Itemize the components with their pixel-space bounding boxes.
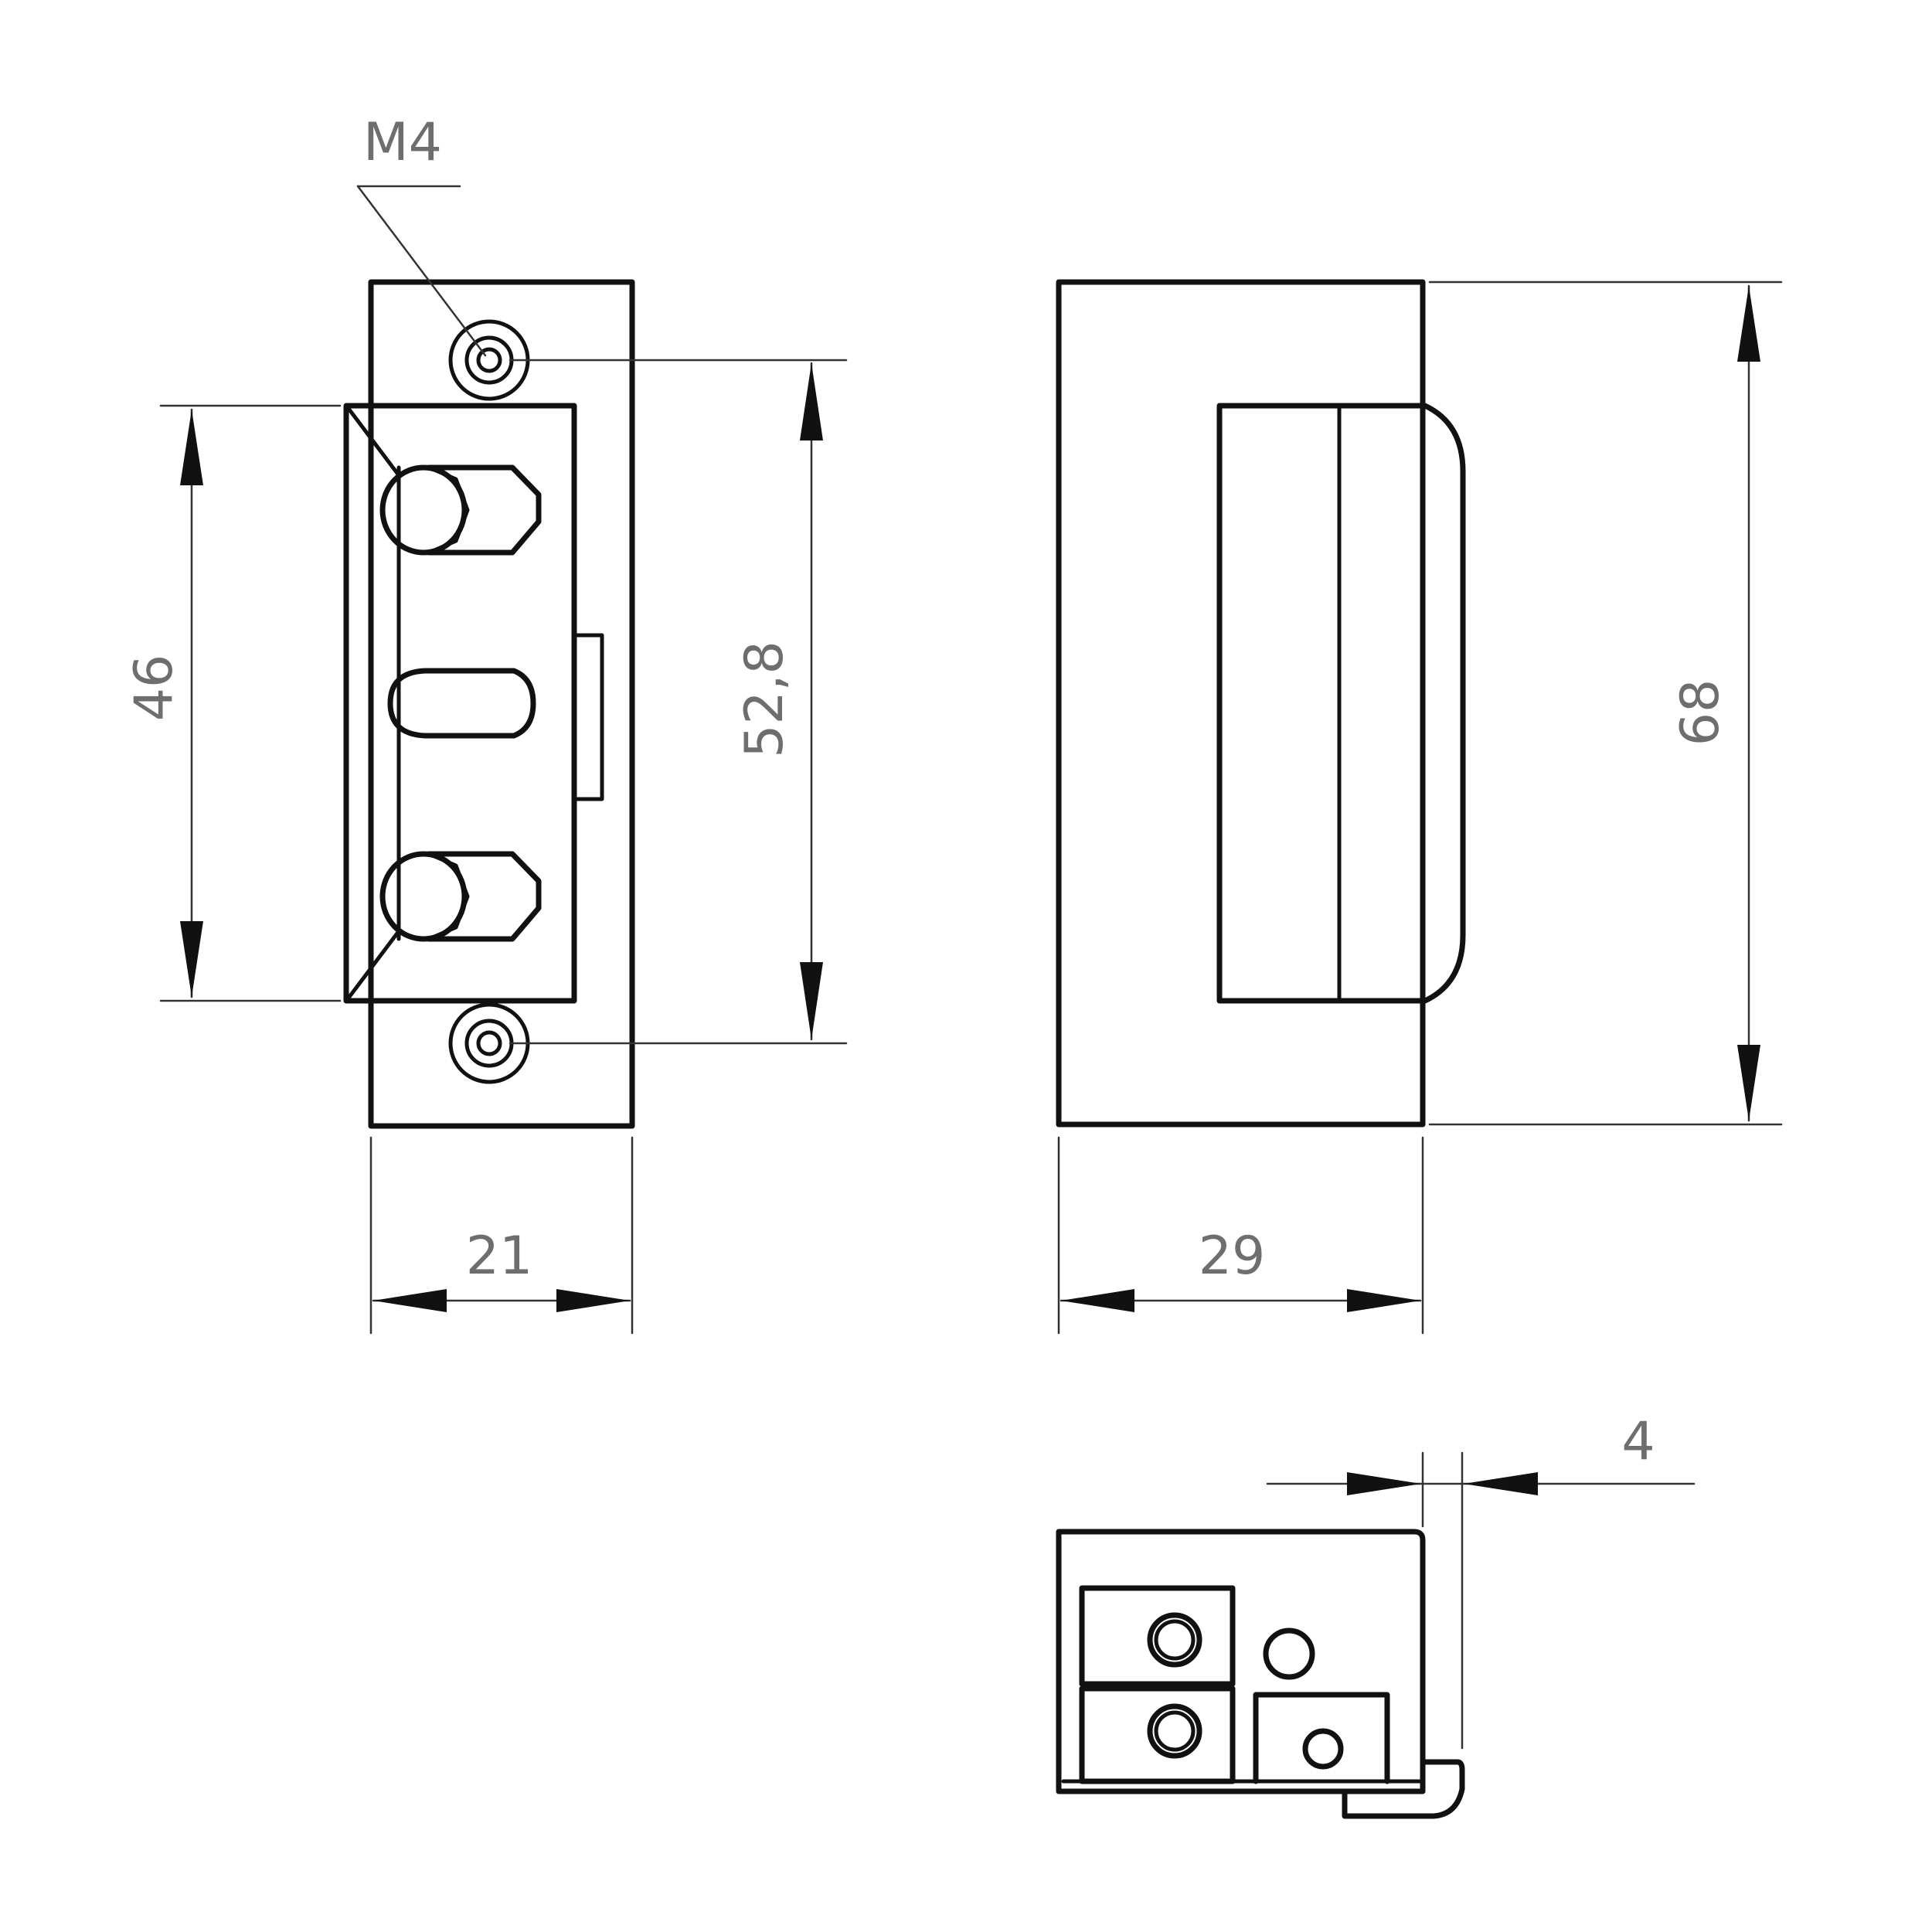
lower-slot-hex bbox=[427, 852, 470, 941]
side-view bbox=[1056, 279, 1466, 1128]
dim-46-arrow-bottom bbox=[180, 921, 203, 997]
upper-slot-outline bbox=[426, 464, 542, 556]
terminal-screw-top-outer bbox=[1147, 1612, 1202, 1668]
dim-46-arrow-top bbox=[180, 410, 203, 485]
bottom-body bbox=[1056, 1529, 1426, 1794]
dim-height-total: 68 bbox=[1428, 281, 1783, 1126]
dim-29-label: 29 bbox=[1199, 1226, 1266, 1287]
side-body bbox=[1056, 279, 1426, 1128]
dim-46-label: 46 bbox=[124, 655, 185, 722]
thread-callout: M4 bbox=[356, 112, 487, 357]
dim-4-arrow-left bbox=[1347, 1472, 1421, 1495]
dim-29-arrow-left bbox=[1061, 1289, 1134, 1312]
bottom-screw-hole bbox=[476, 1030, 502, 1056]
dim-52-arrow-bottom bbox=[800, 962, 823, 1039]
terminal-screw-bottom-inner bbox=[1154, 1710, 1196, 1752]
terminal-block-bottom bbox=[1079, 1685, 1236, 1784]
dim-68-arrow-top bbox=[1737, 286, 1760, 362]
dim-52-arrow-top bbox=[800, 363, 823, 440]
bottom-hook bbox=[1342, 1759, 1465, 1819]
dim-height-inner: 46 bbox=[124, 404, 342, 1002]
top-screw-ring bbox=[464, 335, 514, 385]
dim-offset: 4 bbox=[1266, 1411, 1696, 1750]
dim-29-arrow-right bbox=[1347, 1289, 1420, 1312]
front-chamfer-top bbox=[347, 407, 401, 478]
side-bolt bbox=[1216, 403, 1466, 1004]
thread-label: M4 bbox=[363, 112, 442, 173]
front-faceplate bbox=[368, 279, 635, 1129]
dim-21-arrow-right bbox=[556, 1289, 630, 1312]
front-side-tab bbox=[572, 633, 604, 801]
bolt-pin bbox=[1302, 1728, 1344, 1770]
dim-21-arrow-left bbox=[373, 1289, 447, 1312]
terminal-screw-top-inner bbox=[1154, 1619, 1196, 1661]
lower-slot-outline bbox=[426, 851, 542, 942]
dim-52-label: 52,8 bbox=[734, 641, 795, 757]
upper-slot-hex bbox=[427, 465, 470, 555]
dim-4-arrow-right bbox=[1464, 1472, 1538, 1495]
bottom-view bbox=[1056, 1529, 1465, 1819]
upper-slot-cylinder bbox=[379, 464, 468, 556]
dim-4-label: 4 bbox=[1621, 1411, 1655, 1472]
middle-slot bbox=[387, 668, 536, 739]
top-screw-hole bbox=[476, 347, 502, 373]
dim-width-front: 21 bbox=[369, 1136, 634, 1335]
bottom-screw-ring bbox=[464, 1019, 514, 1068]
dim-68-label: 68 bbox=[1670, 679, 1731, 747]
front-view bbox=[343, 279, 635, 1129]
lower-slot-cylinder bbox=[379, 851, 468, 942]
front-chamfer-bottom bbox=[347, 929, 401, 999]
dim-width-side: 29 bbox=[1057, 1136, 1424, 1335]
thread-leader-line bbox=[356, 185, 487, 357]
terminal-screw-bottom-outer bbox=[1147, 1703, 1202, 1759]
dim-68-arrow-bottom bbox=[1737, 1045, 1760, 1121]
bolt-housing bbox=[1253, 1692, 1390, 1784]
dim-21-label: 21 bbox=[466, 1226, 533, 1287]
terminal-block-top bbox=[1079, 1585, 1236, 1687]
mount-hole bbox=[1263, 1628, 1315, 1680]
dim-screw-spacing: 52,8 bbox=[509, 359, 848, 1045]
